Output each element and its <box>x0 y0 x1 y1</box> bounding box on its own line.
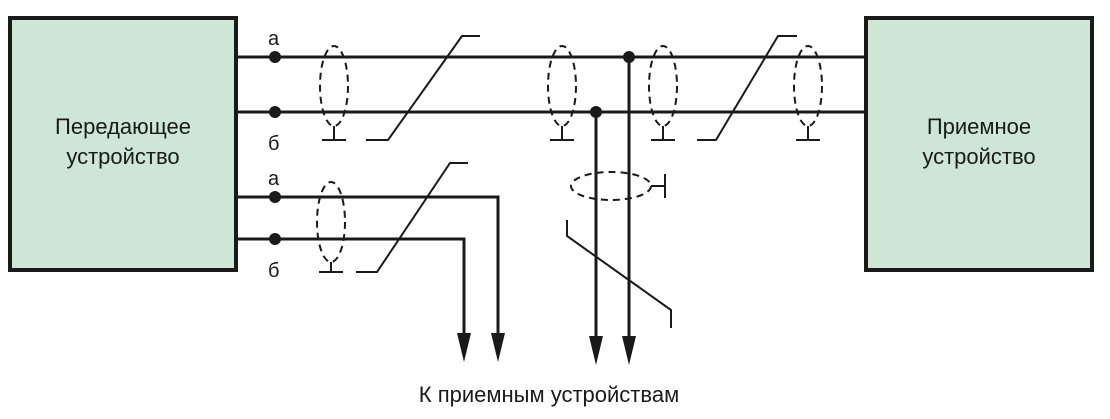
caption-to-receivers: К приемным устройствам <box>419 382 679 407</box>
transmitter-label-line1: Передающее <box>55 114 191 139</box>
lower-terminal-a <box>269 191 281 203</box>
lower-terminal-b <box>269 233 281 245</box>
lower-terminal-a-label: а <box>268 168 280 190</box>
receiver-label-line1: Приемное <box>927 114 1031 139</box>
cable-break-upper-right <box>697 35 797 141</box>
arrow-lower-a <box>491 333 505 362</box>
upper-terminal-a <box>269 51 281 63</box>
upper-terminal-b-label: б <box>268 133 279 155</box>
upper-terminal-a-label: а <box>268 28 280 50</box>
lower-terminal-b-label: б <box>268 260 279 282</box>
tap-dot-a <box>623 51 635 63</box>
shield-5 <box>316 181 346 273</box>
lower-wire-b <box>236 237 466 335</box>
cable-break-branch <box>566 220 672 328</box>
shield-4 <box>793 45 823 141</box>
arrow-branch-b <box>589 336 603 365</box>
shield-1 <box>319 45 349 141</box>
shield-6 <box>570 171 666 201</box>
shield-2 <box>547 45 577 141</box>
shield-3 <box>648 45 678 141</box>
lower-wire-a <box>236 195 500 335</box>
arrow-lower-b <box>457 333 471 362</box>
arrow-branch-a <box>622 336 636 365</box>
receiver-label-line2: устройство <box>922 144 1035 169</box>
transmitter-label-line2: устройство <box>66 144 179 169</box>
tap-dot-b <box>590 106 602 118</box>
cable-break-upper-left <box>366 35 480 141</box>
transmitter-device: Передающее устройство <box>8 16 238 272</box>
cable-break-lower-left <box>356 162 468 273</box>
upper-terminal-b <box>269 106 281 118</box>
receiver-device: Приемное устройство <box>864 16 1094 272</box>
